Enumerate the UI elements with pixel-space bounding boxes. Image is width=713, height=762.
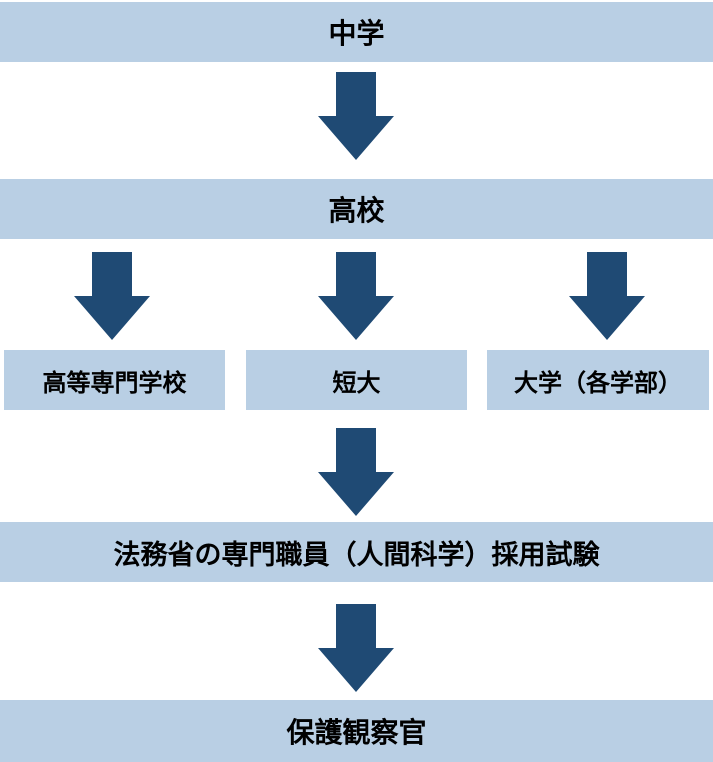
down-arrow-icon — [74, 252, 150, 340]
stage-label: 法務省の専門職員（人間科学）採用試験 — [113, 539, 600, 571]
stage-label: 保護観察官 — [286, 716, 427, 749]
stage-technical-college: 高等専門学校 — [4, 350, 225, 410]
stage-recruitment-exam: 法務省の専門職員（人間科学）採用試験 — [0, 522, 713, 582]
stage-label: 中学 — [328, 17, 385, 50]
stage-probation-officer: 保護観察官 — [0, 700, 713, 762]
stage-label: 大学（各学部） — [514, 368, 682, 397]
stage-label: 高等専門学校 — [42, 368, 187, 397]
stage-junior-college: 短大 — [246, 350, 467, 410]
stage-university: 大学（各学部） — [487, 350, 709, 410]
down-arrow-icon — [569, 252, 645, 340]
down-arrow-icon — [318, 604, 394, 692]
stage-label: 短大 — [332, 368, 381, 397]
down-arrow-icon — [318, 72, 394, 160]
stage-label: 高校 — [328, 194, 385, 227]
down-arrow-icon — [318, 428, 394, 516]
stage-junior-high: 中学 — [0, 2, 713, 62]
down-arrow-icon — [318, 252, 394, 340]
stage-high-school: 高校 — [0, 179, 713, 239]
